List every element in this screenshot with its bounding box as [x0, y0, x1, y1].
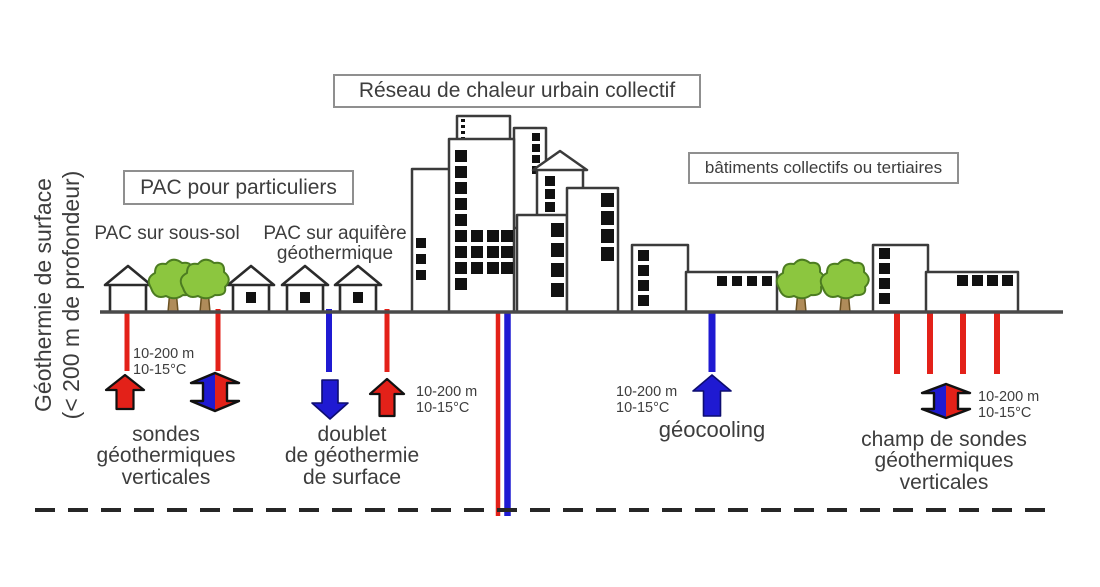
heat-up-arrow-icon — [104, 373, 146, 411]
city-buildings — [410, 114, 620, 314]
label-pac-aquifere-line2: géothermique — [276, 243, 394, 265]
building-windows — [545, 176, 555, 212]
field-collective-building — [871, 243, 1020, 314]
house-window — [353, 292, 363, 303]
depth-range: 10-200 m — [978, 389, 1040, 405]
side-axis-label-line1: Géothermie de surface — [29, 178, 56, 412]
building-windows — [601, 193, 614, 261]
depth-temp: 10-15°C — [416, 400, 470, 417]
depth-note-geocooling: 10-200 m 10-15°C — [616, 384, 677, 416]
building-windows — [638, 250, 772, 306]
tree-3 — [775, 258, 826, 313]
building-windows — [551, 223, 564, 297]
caption-geocooling: géocooling — [658, 417, 766, 442]
label-pac-aquifere: PAC sur aquifère géothermique — [263, 223, 407, 265]
depth-range: 10-200 m — [133, 346, 195, 362]
building-windows — [455, 150, 513, 290]
pac-title: PAC pour particuliers — [140, 175, 337, 199]
collective-title-box: bâtiments collectifs ou tertiaires — [688, 152, 959, 184]
exchange-double-arrow-icon — [189, 371, 241, 413]
house-3 — [280, 264, 330, 314]
geocooling-building — [630, 243, 779, 314]
flow-arrows — [104, 371, 972, 420]
depth-temp: 10-15°C — [978, 405, 1032, 422]
tree-2 — [179, 258, 230, 313]
exchange-double-arrow-icon — [920, 382, 972, 420]
caption-doublet: doublet de géothermie de surface — [284, 423, 420, 489]
geocooling-up-arrow-icon — [692, 374, 732, 417]
building-windows — [879, 248, 1013, 304]
collective-title: bâtiments collectifs ou tertiaires — [704, 158, 943, 177]
depth-note-sondes: 10-200 m 10-15°C — [133, 346, 194, 378]
pac-title-box: PAC pour particuliers — [123, 170, 354, 205]
network-title-box: Réseau de chaleur urbain collectif — [333, 74, 701, 108]
label-pac-sous-sol: PAC sur sous-sol — [94, 223, 240, 244]
city-building-gabled — [531, 149, 589, 221]
city-building-front-mid — [515, 213, 569, 314]
building-windows — [416, 238, 426, 280]
depth-range: 10-200 m — [616, 384, 678, 400]
city-building-left — [410, 167, 452, 314]
caption-champ: champ de sondes géothermiques verticales — [861, 428, 1027, 494]
caption-sondes: sondes géothermiques verticales — [96, 423, 236, 489]
house-window — [246, 292, 256, 303]
house-1 — [103, 264, 153, 314]
tree-4 — [819, 258, 870, 313]
heat-up-arrow-icon — [368, 377, 406, 418]
trees — [147, 258, 870, 313]
house-4 — [333, 264, 383, 314]
house-window — [300, 292, 310, 303]
city-main-tower — [447, 114, 516, 314]
depth-range: 10-200 m — [416, 384, 478, 400]
depth-temp: 10-15°C — [133, 362, 187, 379]
depth-note-champ: 10-200 m 10-15°C — [978, 389, 1039, 421]
side-axis-label-line2: (< 200 m de profondeur) — [58, 170, 84, 420]
house-2 — [226, 264, 276, 314]
depth-note-doublet: 10-200 m 10-15°C — [416, 384, 477, 416]
cold-down-arrow-icon — [311, 379, 349, 420]
depth-temp: 10-15°C — [616, 400, 670, 417]
borehole-pipes — [124, 309, 1000, 516]
network-title: Réseau de chaleur urbain collectif — [358, 79, 676, 102]
label-pac-aquifere-line1: PAC sur aquifère — [263, 223, 407, 244]
city-building-right — [565, 186, 620, 314]
side-axis-label: Géothermie de surface (< 200 m de profon… — [29, 171, 85, 420]
house-row — [103, 264, 383, 314]
